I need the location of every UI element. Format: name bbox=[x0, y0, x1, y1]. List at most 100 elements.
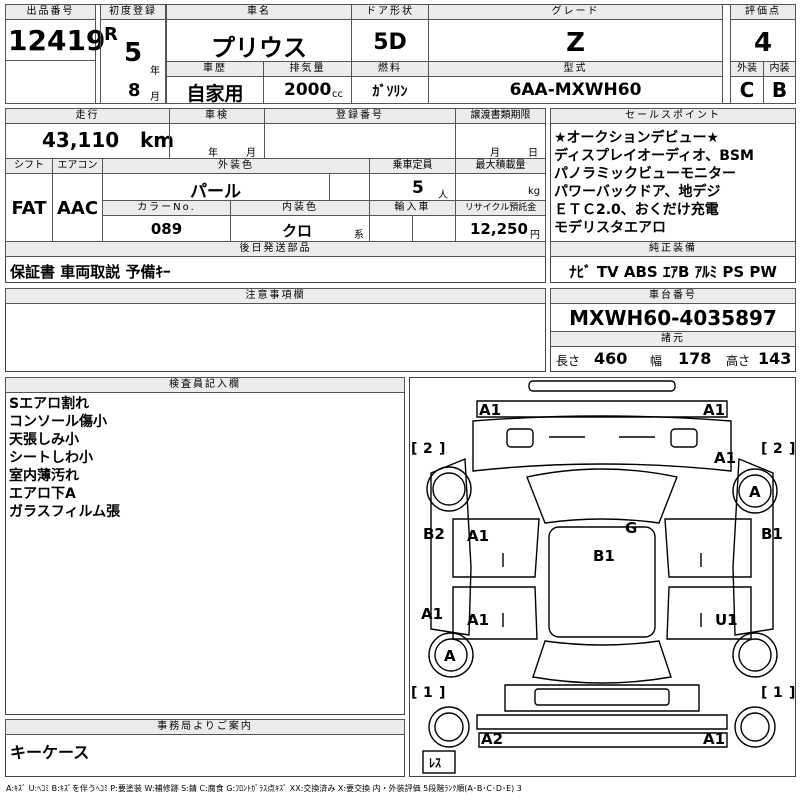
lot-number-empty bbox=[5, 60, 96, 104]
sales-points-label: セールスポイント bbox=[550, 108, 796, 124]
inspector-note-item: 天張しみ小 bbox=[9, 432, 79, 448]
car-damage-diagram: A1 A1 A1 A G B1 A1 A1 B2 A1 A B1 U1 A2 A… bbox=[411, 380, 795, 774]
interior-label: 内装 bbox=[763, 61, 796, 77]
equipment-value: ﾅﾋﾞ TV ABS ｴｱB ｱﾙﾐ PS PW bbox=[569, 263, 777, 281]
interior-color-label: 内装色 bbox=[230, 200, 370, 216]
svg-text:[: [ bbox=[761, 685, 767, 701]
mark-windshield: G bbox=[625, 519, 637, 537]
mark-front-wheel-right: A bbox=[749, 483, 761, 501]
reg-no-cell bbox=[264, 123, 456, 159]
grade-value: Z bbox=[566, 28, 585, 58]
svg-text:]: ] bbox=[439, 441, 445, 457]
spare-wheel-left bbox=[428, 706, 470, 748]
displacement-unit: cc bbox=[332, 89, 343, 100]
svg-text:]: ] bbox=[789, 441, 795, 457]
inspector-label: 検査員記入欄 bbox=[5, 377, 405, 393]
reg-no-label: 登録番号 bbox=[264, 108, 456, 124]
spare-label: ﾚｽ bbox=[429, 756, 441, 770]
grille-left bbox=[506, 428, 534, 448]
height-value: 143 bbox=[758, 349, 792, 368]
mark-rear-door-right: U1 bbox=[715, 611, 738, 629]
front-right-wheel bbox=[732, 468, 778, 514]
left-side-body bbox=[430, 457, 472, 636]
damage-diagram-block bbox=[409, 377, 796, 777]
score-value: 4 bbox=[753, 28, 773, 58]
trunk-outline bbox=[504, 684, 700, 712]
first-reg-era: R bbox=[104, 24, 118, 45]
transfer-month-unit: 月 bbox=[490, 148, 500, 159]
model-value: 6AA-MXWH60 bbox=[509, 80, 642, 100]
left-front-door bbox=[452, 518, 540, 578]
chassis-label: 車台番号 bbox=[550, 288, 796, 304]
model-label: 型式 bbox=[428, 61, 723, 77]
sales-point-item: ディスプレイオーディオ、BSM bbox=[554, 148, 754, 164]
front-bumper-strip bbox=[528, 380, 676, 392]
import-cell-b bbox=[412, 215, 456, 242]
aircon-label: エアコン bbox=[52, 158, 103, 174]
rear-right-wheel bbox=[732, 632, 778, 678]
rear-count-right: 1 bbox=[773, 685, 783, 701]
shift-value: FAT bbox=[11, 198, 47, 219]
mileage-label: 走行 bbox=[5, 108, 170, 124]
car-name-value: プリウス bbox=[211, 34, 307, 62]
import-label: 輸入車 bbox=[369, 200, 456, 216]
door-count-left: 2 bbox=[423, 441, 433, 457]
history-value: 自家用 bbox=[186, 83, 244, 105]
exterior-value: C bbox=[739, 78, 755, 102]
svg-text:]: ] bbox=[439, 685, 445, 701]
first-reg-year-unit: 年 bbox=[150, 66, 160, 77]
rear-bumper-outline bbox=[476, 714, 728, 730]
capacity-unit: 人 bbox=[438, 190, 448, 201]
body-color-value: パール bbox=[190, 182, 241, 202]
history-label: 車歴 bbox=[166, 61, 264, 77]
front-left-wheel bbox=[426, 466, 472, 512]
svg-text:[: [ bbox=[411, 441, 417, 457]
first-reg-month-unit: 月 bbox=[150, 92, 160, 103]
inspection-month-unit: 月 bbox=[246, 148, 256, 159]
sales-point-item: パワーバックドア、地デジ bbox=[554, 184, 721, 200]
body-color-extra-cell bbox=[329, 173, 370, 201]
front-bumper-outline bbox=[476, 400, 728, 418]
rear-count-left: 1 bbox=[423, 685, 433, 701]
recycle-unit: 円 bbox=[530, 230, 540, 241]
interior-color-value: クロ bbox=[282, 222, 313, 240]
score-label: 評価点 bbox=[730, 4, 796, 20]
rear-plate bbox=[534, 688, 670, 706]
mark-rear-bumper-right: A1 bbox=[703, 730, 725, 748]
hood-outline bbox=[472, 415, 732, 472]
svg-text:]: ] bbox=[789, 685, 795, 701]
mark-rear-door-left: A1 bbox=[467, 611, 489, 629]
mileage-value: 43,110 bbox=[42, 128, 120, 152]
inspector-note-item: 室内薄汚れ bbox=[9, 468, 79, 484]
dimensions-label: 諸元 bbox=[550, 331, 796, 347]
car-name-label: 車名 bbox=[166, 4, 352, 20]
capacity-label: 乗車定員 bbox=[369, 158, 456, 174]
interior-color-unit: 系 bbox=[354, 230, 364, 241]
interior-cell bbox=[763, 76, 796, 104]
transfer-label: 譲渡書類期限 bbox=[455, 108, 546, 124]
right-front-door bbox=[664, 518, 752, 578]
later-parts-label: 後日発送部品 bbox=[5, 241, 546, 257]
width-label: 幅 bbox=[650, 354, 663, 368]
recycle-label: リサイクル預託金 bbox=[455, 200, 546, 216]
capacity-value: 5 bbox=[412, 178, 424, 198]
inspector-note-item: シートしわ小 bbox=[9, 450, 93, 466]
mark-left-body-front: B2 bbox=[423, 525, 445, 543]
body-color-label: 外装色 bbox=[102, 158, 370, 174]
sales-point-item: パノラミックビューモニター bbox=[554, 166, 736, 182]
mark-right-body-front: B1 bbox=[761, 525, 783, 543]
max-load-label: 最大積載量 bbox=[455, 158, 546, 174]
first-reg-year: 5 bbox=[124, 38, 143, 68]
first-reg-cell bbox=[100, 19, 166, 104]
windshield-outline bbox=[526, 468, 678, 524]
first-reg-month: 8 bbox=[128, 80, 141, 101]
mark-front-door-left: A1 bbox=[467, 527, 489, 545]
inspector-note-item: ガラスフィルム張 bbox=[9, 504, 121, 520]
rear-glass-outline bbox=[532, 640, 672, 684]
length-label: 長さ bbox=[556, 354, 581, 368]
interior-value: B bbox=[771, 78, 788, 102]
import-cell-a bbox=[369, 215, 413, 242]
door-value: 5D bbox=[373, 30, 407, 55]
